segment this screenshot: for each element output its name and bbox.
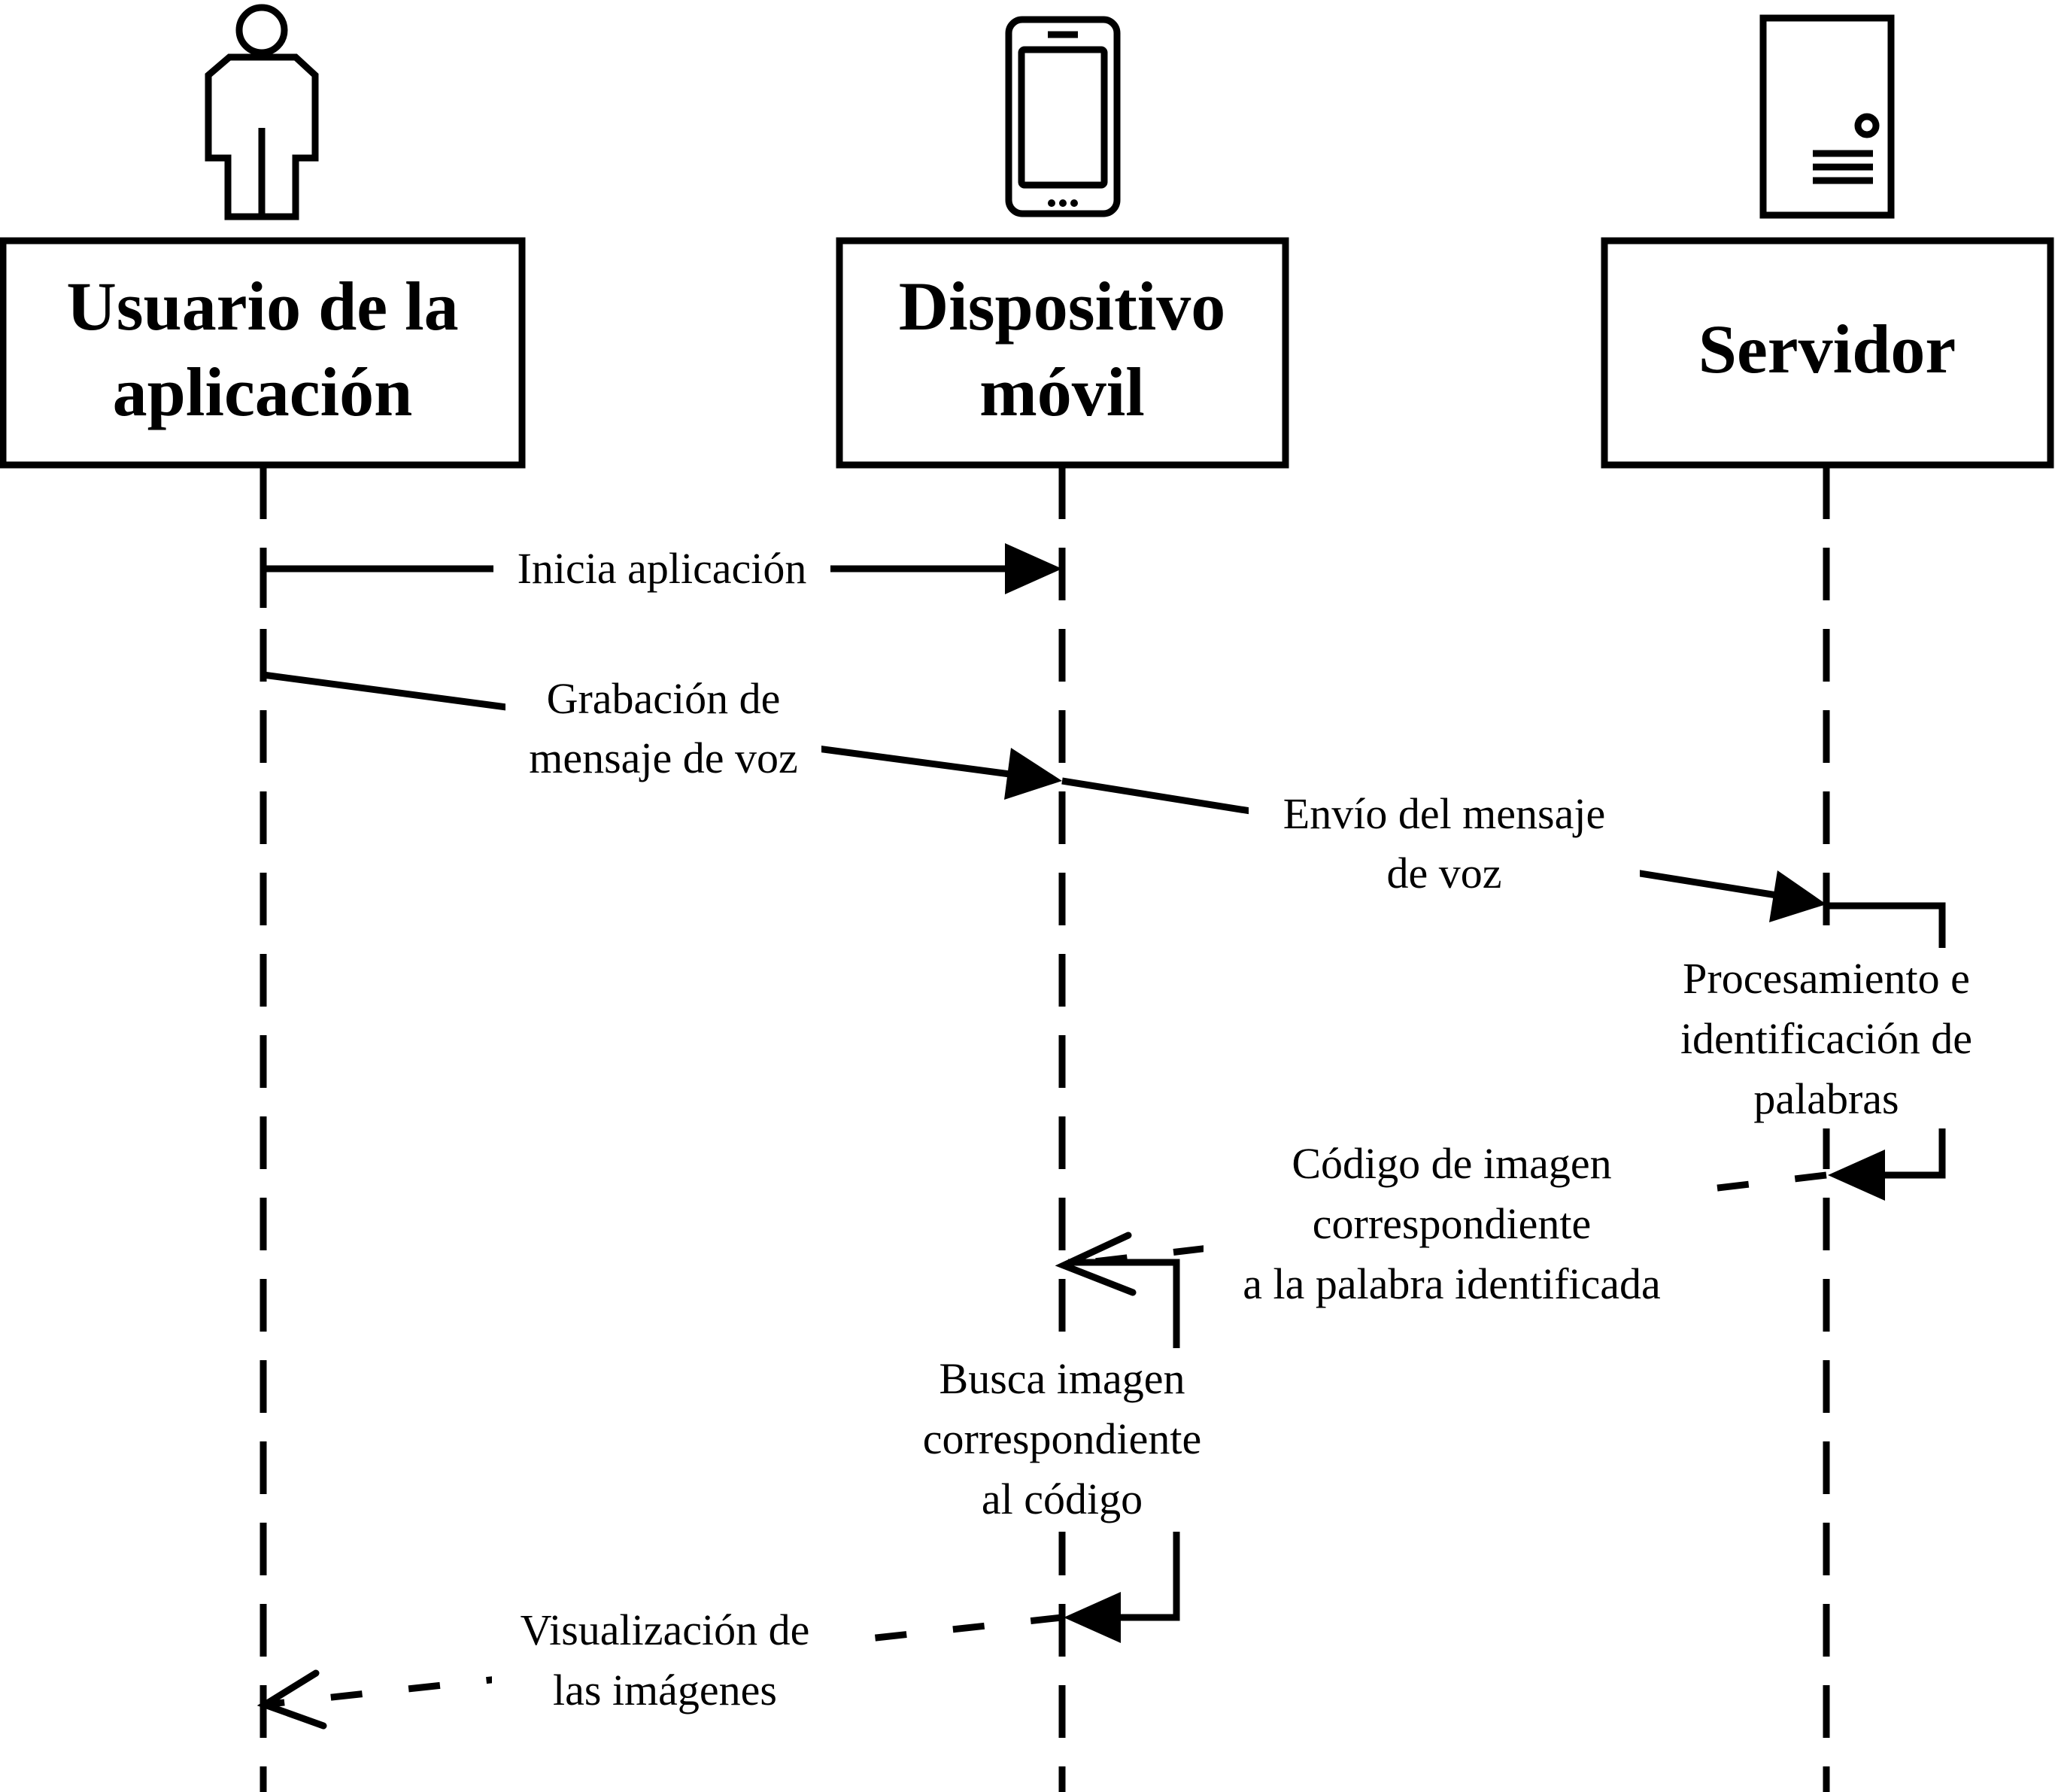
actor-usuario-line-1: Usuario de la xyxy=(66,268,458,345)
message-procesamiento: Procesamiento e identificación de palabr… xyxy=(1652,902,2001,1201)
person-icon xyxy=(205,4,319,220)
message-codigo-line-2: correspondiente xyxy=(1313,1199,1591,1248)
message-busca: Busca imagen correspondiente al código xyxy=(891,1259,1234,1643)
message-envio: Envío del mensaje de voz xyxy=(1061,777,1826,922)
message-procesamiento-line-1: Procesamiento e xyxy=(1683,954,1970,1003)
actor-usuario-line-2: aplicación xyxy=(113,354,413,430)
message-grabacion: Grabación de mensaje de voz xyxy=(263,670,1062,800)
message-inicia-label: Inicia aplicación xyxy=(518,544,807,593)
message-procesamiento-line-2: identificación de xyxy=(1680,1014,1972,1063)
message-busca-line-1: Busca imagen xyxy=(939,1354,1185,1403)
message-visualizacion-line-2: las imágenes xyxy=(553,1666,777,1715)
message-busca-line-2: correspondiente xyxy=(923,1414,1201,1463)
message-envio-line-1: Envío del mensaje xyxy=(1283,789,1605,838)
message-busca-line-3: al código xyxy=(982,1475,1143,1523)
actor-servidor-line-1: Servidor xyxy=(1698,311,1956,387)
message-codigo-line-1: Código de imagen xyxy=(1292,1139,1611,1188)
actor-dispositivo-line-1: Dispositivo xyxy=(899,268,1226,345)
server-icon xyxy=(1759,14,1895,219)
message-envio-line-2: de voz xyxy=(1387,849,1502,898)
actor-servidor: Servidor xyxy=(1601,237,2054,469)
message-visualizacion-line-1: Visualización de xyxy=(521,1605,810,1654)
actor-usuario: Usuario de la aplicación xyxy=(0,237,526,469)
message-inicia-aplicacion: Inicia aplicación xyxy=(260,540,1062,608)
actor-dispositivo: Dispositivo móvil xyxy=(836,237,1289,469)
message-procesamiento-line-3: palabras xyxy=(1753,1074,1899,1123)
smartphone-icon xyxy=(1005,16,1121,217)
message-codigo-line-3: a la palabra identificada xyxy=(1243,1259,1661,1308)
message-grabacion-line-1: Grabación de xyxy=(547,674,781,723)
message-codigo: Código de imagen correspondiente a la pa… xyxy=(1055,1134,1827,1315)
actor-dispositivo-line-2: móvil xyxy=(979,354,1145,430)
message-visualizacion: Visualización de las imágenes xyxy=(256,1599,1063,1730)
message-grabacion-line-2: mensaje de voz xyxy=(529,734,798,782)
